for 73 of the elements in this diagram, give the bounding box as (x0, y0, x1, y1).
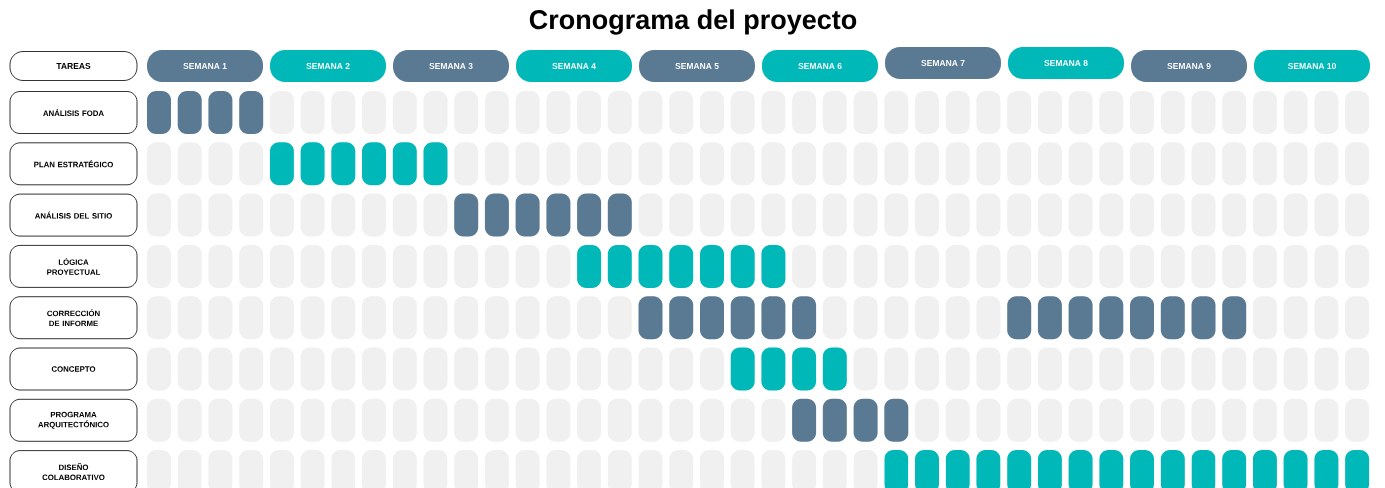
task-bar (1222, 450, 1247, 488)
task-bar (392, 142, 417, 186)
task-bar (546, 193, 571, 237)
task-bar (669, 296, 694, 340)
task-bar (1099, 296, 1124, 340)
task-bar (1130, 296, 1154, 340)
week-header: SEMANA 4 (516, 50, 632, 82)
week-header: SEMANA 10 (1254, 50, 1370, 82)
task-bar (884, 398, 909, 442)
task-bar (1160, 296, 1185, 340)
task-bar (1007, 296, 1032, 340)
task-bar (208, 91, 233, 134)
task-bar (884, 450, 909, 488)
task-bar (638, 296, 663, 340)
task-bar (147, 91, 171, 134)
task-bar (1345, 450, 1370, 488)
task-bar (761, 347, 786, 391)
task-bar (853, 398, 878, 442)
task-bar (1099, 450, 1124, 488)
task-bar (1037, 450, 1062, 488)
task-bar (515, 193, 540, 237)
task-bar (331, 142, 356, 186)
task-bar (700, 296, 724, 340)
task-bar (915, 450, 939, 488)
header-box: TAREAS (9, 51, 138, 81)
task-bar (607, 193, 632, 237)
task-bar (269, 142, 294, 186)
week-header: SEMANA 6 (762, 50, 878, 82)
task-bar (792, 398, 817, 442)
task-bar (1160, 450, 1185, 488)
task-bar (976, 450, 1001, 488)
week-header: SEMANA 9 (1131, 50, 1247, 82)
task-bar (1130, 450, 1154, 488)
task-bar (362, 142, 386, 186)
week-header: SEMANA 1 (147, 50, 263, 82)
task-bar (638, 244, 663, 288)
task-bar (945, 450, 970, 488)
task-bar (1314, 450, 1339, 488)
task-bar (792, 296, 817, 340)
task-bar (239, 91, 264, 134)
task-bar (730, 347, 755, 391)
week-header: SEMANA 3 (393, 50, 509, 82)
week-header: SEMANA 8 (1008, 47, 1124, 79)
task-bar (300, 142, 325, 186)
week-header: SEMANA 7 (885, 47, 1001, 79)
task-bar (177, 91, 202, 134)
task-bar (730, 244, 755, 288)
task-bar (1068, 296, 1093, 340)
task-bar (700, 244, 724, 288)
task-bar (1007, 450, 1032, 488)
week-header: SEMANA 5 (639, 50, 755, 82)
task-bar (761, 296, 786, 340)
task-bar (1191, 450, 1216, 488)
task-bar (423, 142, 448, 186)
task-bar (454, 193, 479, 237)
task-bar (792, 347, 817, 391)
task-bar (822, 347, 847, 391)
task-bar (577, 244, 602, 288)
task-bar (669, 244, 694, 288)
task-bar (1037, 296, 1062, 340)
task-bar (577, 193, 602, 237)
task-bar (1222, 296, 1247, 340)
task-bar (1068, 450, 1093, 488)
week-header: SEMANA 2 (270, 50, 386, 82)
task-bar (1191, 296, 1216, 340)
task-bar (607, 244, 632, 288)
task-bar (822, 398, 847, 442)
task-bar (484, 193, 509, 237)
task-bar (730, 296, 755, 340)
task-bar (1252, 450, 1277, 488)
task-bar (1283, 450, 1308, 488)
title: Cronograma del proyecto (529, 9, 857, 35)
task-bar (761, 244, 786, 288)
